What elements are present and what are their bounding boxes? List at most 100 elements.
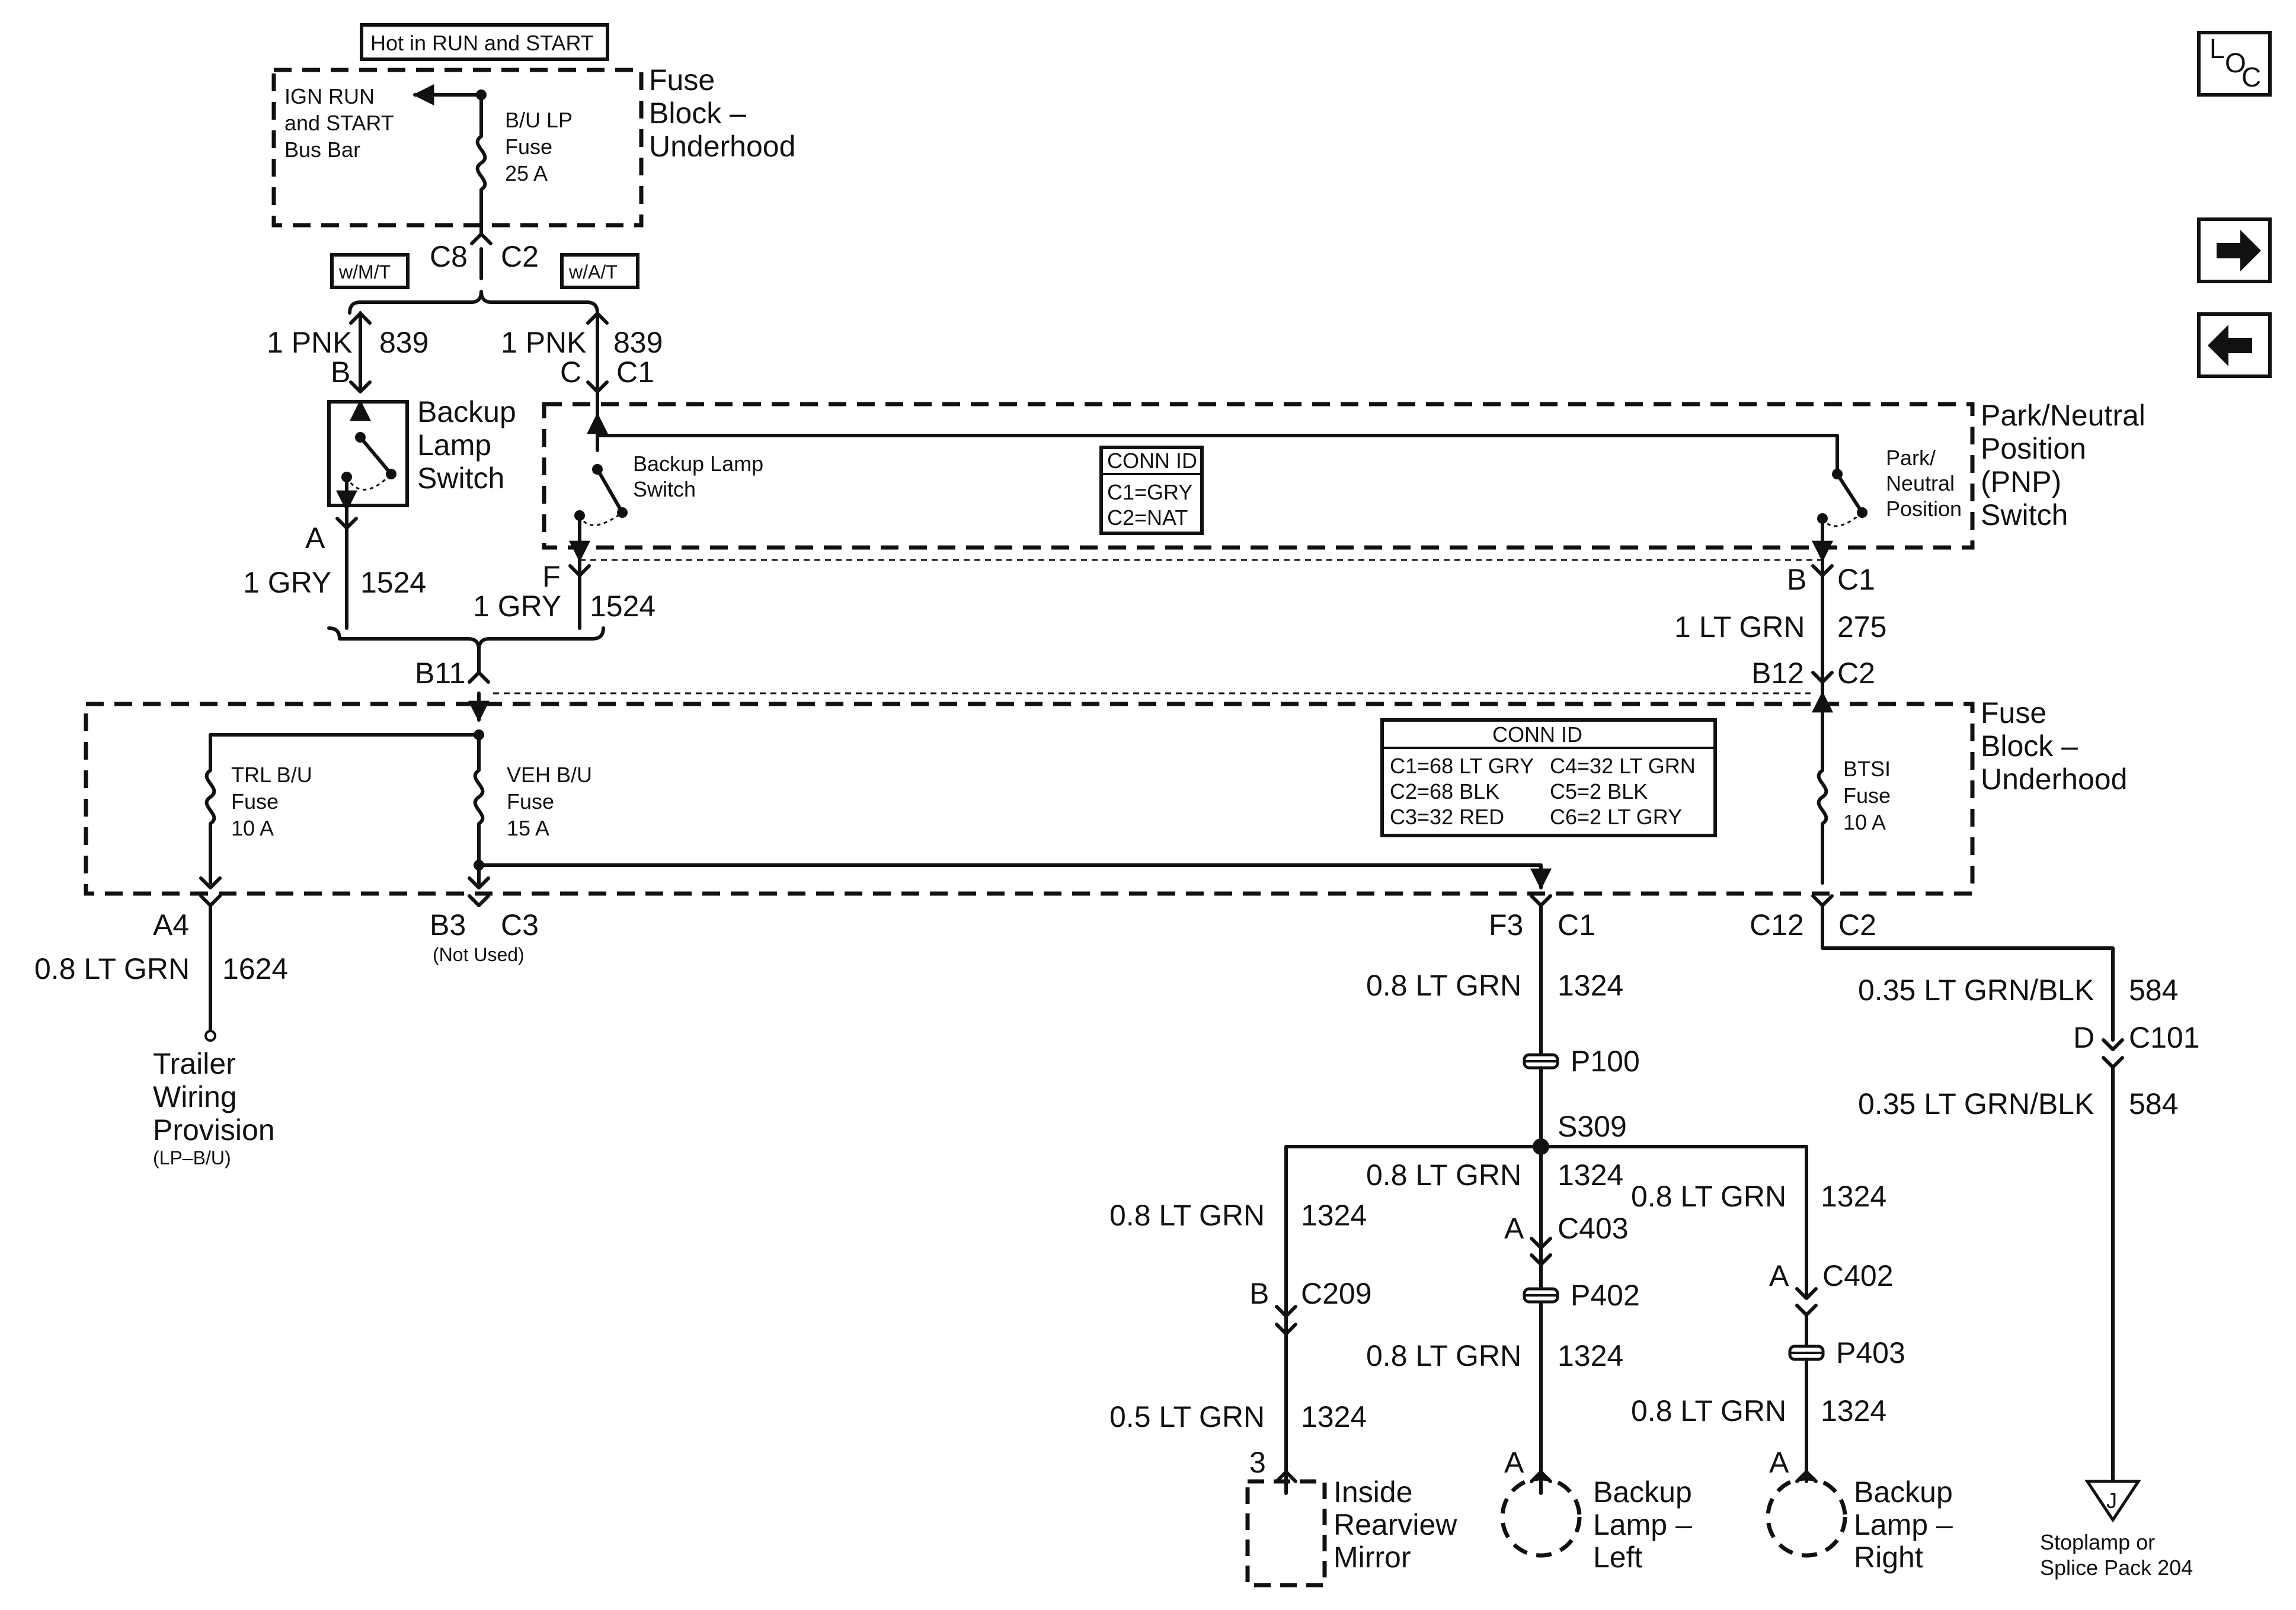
pnp-pin-top: C: [560, 356, 581, 389]
svg-text:Splice Pack 204: Splice Pack 204: [2040, 1555, 2193, 1580]
svg-text:C2=NAT: C2=NAT: [1107, 505, 1188, 530]
right-lamp-conn: C402: [1822, 1259, 1894, 1292]
right-lamp-label: Backup Lamp – Right: [1854, 1475, 1953, 1574]
bus-bar-label: IGN RUN and START Bus Bar: [284, 84, 394, 162]
mirror-wire-2: 0.5 LT GRN: [1109, 1400, 1265, 1433]
connector-c2: C2: [501, 240, 539, 273]
svg-text:Position: Position: [1981, 432, 2086, 465]
left-lamp-conn: C403: [1558, 1212, 1629, 1245]
mirror-conn: C209: [1301, 1277, 1372, 1310]
btsi-circuit: 584: [2129, 974, 2178, 1007]
conn-c1: C1: [1558, 908, 1595, 942]
svg-text:10 A: 10 A: [231, 816, 274, 840]
lb-pin-bottom: A: [305, 521, 325, 555]
p402-label: P402: [1571, 1279, 1640, 1312]
right-lamp-circuit-2: 1324: [1821, 1394, 1886, 1427]
svg-text:Lamp –: Lamp –: [1593, 1508, 1692, 1541]
pnp-inner-pnp-label: Park/ Neutral Position: [1886, 446, 1962, 521]
pnp-pin-f: F: [542, 560, 561, 593]
svg-text:BTSI: BTSI: [1843, 757, 1891, 781]
mirror-circuit: 1324: [1301, 1199, 1367, 1232]
svg-text:B/U LP: B/U LP: [505, 108, 573, 132]
svg-text:J: J: [2106, 1489, 2117, 1513]
svg-text:w/A/T: w/A/T: [568, 261, 618, 283]
svg-text:Fuse: Fuse: [507, 789, 554, 814]
pin-c12: C12: [1750, 908, 1804, 942]
pnp-pin-b: B: [1787, 563, 1806, 596]
trailer-wiring-label: Trailer Wiring Provision (LP–B/U): [153, 1047, 275, 1169]
pnp-block-label: Park/Neutral Position (PNP) Switch: [1981, 399, 2145, 532]
splice-p100: [1523, 1053, 1559, 1070]
svg-text:Rearview: Rearview: [1334, 1508, 1457, 1541]
location-icon: L O C: [2209, 33, 2261, 92]
location-button[interactable]: L O C: [2197, 31, 2272, 97]
left-lamp-wire-2: 0.8 LT GRN: [1366, 1339, 1521, 1372]
svg-text:25 A: 25 A: [505, 161, 548, 185]
pnp-switch-block: [542, 402, 1975, 550]
svg-text:Park/Neutral: Park/Neutral: [1981, 399, 2145, 432]
lb-pin-top: B: [331, 356, 350, 389]
svg-text:and START: and START: [284, 111, 394, 135]
left-lamp-circuit: 1324: [1558, 1158, 1623, 1192]
backup-lamp-switch-label: Backup Lamp Switch: [417, 395, 516, 495]
trl-circuit: 1624: [222, 952, 288, 985]
pnp-wire-top: 1 PNK: [501, 326, 587, 359]
svg-text:Backup: Backup: [1854, 1475, 1953, 1509]
pnp-conn-b: C1: [1837, 563, 1875, 596]
left-lamp-pin-2: A: [1504, 1446, 1524, 1479]
right-lamp-wire: 0.8 LT GRN: [1631, 1180, 1786, 1213]
svg-text:Right: Right: [1854, 1541, 1923, 1574]
svg-text:C3=32 RED: C3=32 RED: [1390, 805, 1504, 829]
svg-text:Fuse: Fuse: [1843, 783, 1891, 808]
connector-c8: C8: [430, 240, 468, 273]
right-lamp-pin: A: [1769, 1259, 1789, 1292]
btsi-wire-2: 0.35 LT GRN/BLK: [1858, 1087, 2094, 1121]
p100-label: P100: [1571, 1045, 1640, 1078]
next-page-button[interactable]: [2197, 217, 2272, 283]
svg-text:Lamp –: Lamp –: [1854, 1508, 1953, 1541]
svg-text:Block –: Block –: [1981, 729, 2078, 763]
lb-wire-bottom: 1 GRY: [243, 566, 331, 599]
svg-text:Underhood: Underhood: [1981, 763, 2127, 796]
svg-text:Backup: Backup: [1593, 1475, 1692, 1509]
mt-tag: w/M/T: [330, 253, 410, 289]
left-lamp-circuit-2: 1324: [1558, 1339, 1623, 1372]
pnp-wire-f: 1 GRY: [473, 590, 561, 623]
mirror-circuit-2: 1324: [1301, 1400, 1367, 1433]
svg-text:Bus Bar: Bus Bar: [284, 137, 360, 162]
svg-text:CONN ID: CONN ID: [1107, 449, 1197, 473]
pin-b3: B3: [430, 908, 466, 942]
svg-text:Backup Lamp: Backup Lamp: [633, 452, 763, 476]
svg-text:Wiring: Wiring: [153, 1080, 237, 1113]
svg-text:Mirror: Mirror: [1334, 1541, 1411, 1574]
lb-circuit-top: 839: [379, 326, 428, 359]
main-wire: 0.8 LT GRN: [1366, 969, 1521, 1002]
top-block-label: Fuse Block – Underhood: [649, 63, 795, 163]
svg-text:15 A: 15 A: [507, 816, 549, 840]
conn-c2-out: C2: [1838, 908, 1876, 942]
svg-text:Fuse: Fuse: [505, 135, 552, 159]
svg-text:IGN RUN: IGN RUN: [284, 84, 375, 108]
pin-f3: F3: [1489, 908, 1523, 942]
stoplamp-connector: J: [2084, 1480, 2141, 1523]
pnp-circuit-f: 1524: [590, 590, 655, 623]
backup-lamp-switch-mt: [327, 399, 409, 512]
not-used-label: (Not Used): [433, 944, 525, 965]
svg-text:C5=2 BLK: C5=2 BLK: [1550, 779, 1648, 804]
svg-text:Neutral: Neutral: [1886, 471, 1955, 495]
svg-text:CONN ID: CONN ID: [1492, 722, 1582, 747]
left-lamp-label: Backup Lamp – Left: [1593, 1475, 1692, 1574]
btsi-circuit-2: 584: [2129, 1087, 2178, 1121]
lb-wire-top: 1 PNK: [267, 326, 353, 359]
svg-text:Provision: Provision: [153, 1113, 275, 1147]
svg-text:Fuse: Fuse: [231, 789, 279, 814]
svg-text:(LP–B/U): (LP–B/U): [153, 1147, 231, 1169]
lower-block-label: Fuse Block – Underhood: [1981, 696, 2127, 796]
svg-text:Switch: Switch: [1981, 498, 2068, 532]
veh-fuse-label: VEH B/U Fuse 15 A: [507, 763, 592, 840]
svg-text:Block –: Block –: [649, 97, 746, 130]
right-lamp-wire-2: 0.8 LT GRN: [1631, 1394, 1786, 1427]
pnp-inner-backup-label: Backup Lamp Switch: [633, 452, 763, 501]
stoplamp-label: Stoplamp or Splice Pack 204: [2040, 1530, 2193, 1580]
previous-page-button[interactable]: [2197, 312, 2272, 378]
